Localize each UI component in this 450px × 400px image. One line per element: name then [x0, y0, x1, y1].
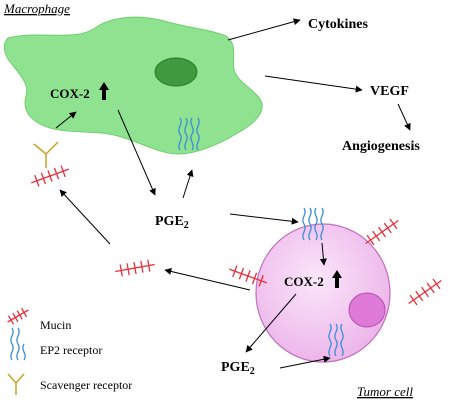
arrow-mucin-to-scavenger	[59, 189, 111, 245]
mucin-icon	[365, 218, 399, 246]
ep2-receptor-tumor-bottom-icon	[328, 323, 344, 357]
arrow-tumor-to-mucin	[164, 268, 251, 291]
tumor-cell-label: Tumor cell	[357, 384, 413, 399]
arrow-pge2-to-tumor-ep2-bottom	[279, 355, 331, 369]
scavenger-receptor-icon	[33, 141, 59, 168]
arrow-pge2-to-tumor-ep2	[229, 213, 299, 225]
vegf-label: VEGF	[370, 84, 409, 99]
svg-text:PGE2: PGE2	[155, 214, 189, 231]
arrow-vegf-to-angiogenesis	[397, 103, 411, 131]
legend-label-mucin: Mucin	[40, 318, 71, 332]
mucin-icon	[115, 259, 155, 277]
pge2-center-label: PGE2	[155, 214, 189, 231]
cox2-macrophage-label: COX-2	[50, 86, 90, 101]
legend-ep2-receptor-icon	[10, 327, 26, 361]
tumor-nucleus	[348, 292, 386, 328]
cox2-tumor-label: COX-2	[284, 274, 324, 289]
arrow-to-vegf	[264, 75, 363, 93]
arrow-cox2-to-pge2	[117, 109, 156, 196]
cox2-tumor-up-icon	[332, 270, 342, 288]
pge2-bottom-label: PGE2	[221, 360, 255, 377]
angiogenesis-label: Angiogenesis	[342, 139, 420, 154]
tumor-cell	[255, 223, 391, 363]
arrow-ep2-to-cox2-tumor	[319, 242, 327, 266]
ep2-receptor-tumor-top-icon	[302, 207, 324, 241]
macrophage-nucleus	[154, 57, 198, 87]
macrophage-label: Macrophage	[3, 1, 70, 16]
svg-text:PGE2: PGE2	[221, 360, 255, 377]
legend-scavenger-receptor-icon	[7, 373, 25, 395]
arrow-cox2-to-pge2-bottom	[245, 293, 297, 353]
cytokines-label: Cytokines	[308, 17, 368, 32]
mucin-icon	[228, 265, 268, 287]
cox2-macrophage-up-icon	[99, 82, 109, 100]
mucin-icon	[408, 278, 442, 306]
legend-label-scavenger-receptor: Scavenger receptor	[40, 378, 132, 392]
arrow-to-cytokines	[227, 18, 301, 41]
ep2-receptor-macrophage-icon	[178, 117, 200, 151]
legend-label-ep2-receptor: EP2 receptor	[40, 343, 102, 357]
arrow-scavenger-to-cox2	[55, 111, 77, 129]
legend-mucin-icon	[7, 307, 29, 325]
legend: Mucin EP2 receptor Scavenger receptor	[7, 307, 132, 395]
macrophage-cell	[3, 16, 263, 155]
mucin-icon	[30, 165, 70, 187]
arrow-pge2-to-macrophage-ep2	[182, 169, 194, 199]
